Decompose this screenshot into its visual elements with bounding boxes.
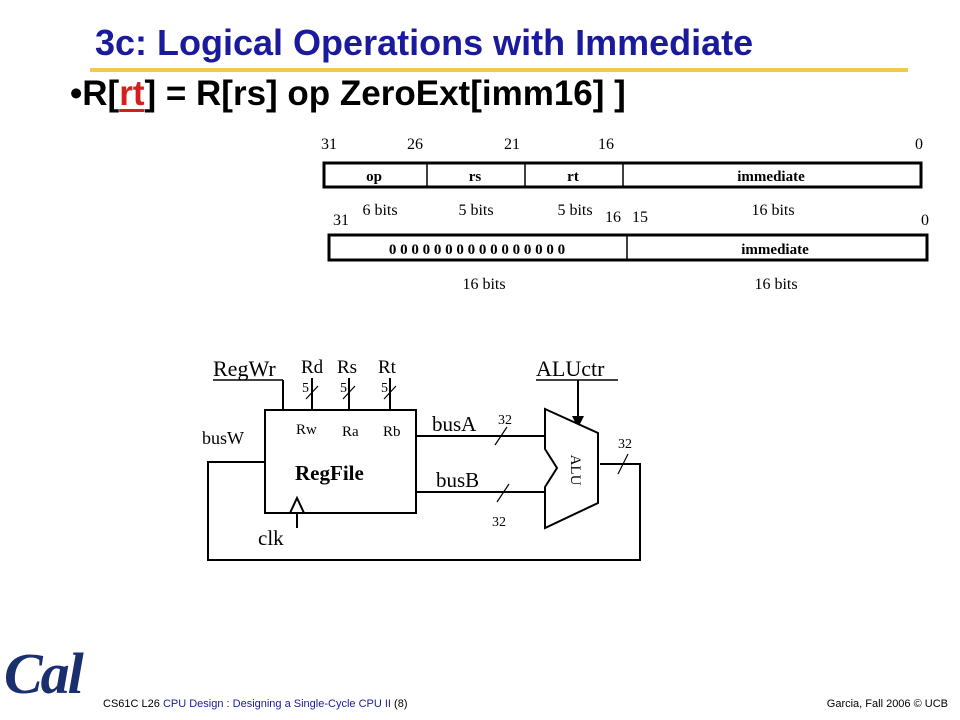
ext-bit-0: 0 (921, 212, 929, 229)
instr-field-immediate: immediate (737, 169, 805, 185)
regfile-label: RegFile (295, 461, 364, 485)
clk-label: clk (258, 526, 284, 550)
rs-width-slash (342, 385, 356, 400)
ext-immediate: immediate (741, 242, 809, 258)
footer-topic: CPU Design : Designing a Single-Cycle CP… (162, 698, 391, 710)
instr-bit-26: 26 (407, 136, 423, 153)
instr-bit-0: 0 (915, 136, 923, 153)
alu-block (544, 407, 599, 530)
ext-bit-31: 31 (333, 212, 349, 229)
rs-label: Rs (337, 357, 357, 378)
bullet-suffix: ] = R[rs] op ZeroExt[imm16] ] (144, 74, 626, 113)
rb-port-label: Rb (383, 424, 401, 440)
rt-width: 5 (381, 381, 388, 396)
clock-triangle (289, 495, 305, 514)
instr-field-rs: rs (469, 169, 482, 185)
instr-field-op: op (366, 169, 382, 185)
ra-port-label: Ra (342, 424, 359, 440)
alu-label: ALU (567, 455, 583, 486)
footer-course-code: CS61C L26 (103, 698, 160, 710)
busb-label: busB (436, 468, 479, 492)
busw-label: busW (202, 428, 244, 448)
busa-label: busA (432, 412, 477, 436)
ext-bit-15: 15 (632, 209, 648, 226)
aluctr-arrowhead (572, 416, 584, 428)
regwr-label: RegWr (213, 356, 276, 381)
ext-zeros: 0 0 0 0 0 0 0 0 0 0 0 0 0 0 0 0 (389, 242, 565, 258)
footer-course: CS61C L26 CPU Design : Designing a Singl… (103, 698, 408, 710)
instr-size-op: 6 bits (362, 202, 397, 219)
busa-width-slash (494, 426, 508, 446)
ext-size-upper: 16 bits (462, 276, 505, 293)
busb-width-slash (496, 483, 510, 503)
rt-width-slash (383, 385, 397, 400)
bullet-prefix: R[ (82, 74, 120, 113)
rd-width: 5 (302, 381, 309, 396)
instr-size-rs: 5 bits (458, 202, 493, 219)
ext-bit-16: 16 (605, 209, 621, 226)
instr-bit-31: 31 (321, 136, 337, 153)
instr-bit-21: 21 (504, 136, 520, 153)
cal-logo: Cal (4, 641, 84, 706)
ext-format-box (327, 233, 929, 262)
rd-width-slash (305, 385, 319, 400)
aluout-width: 32 (618, 437, 632, 452)
instr-bit-16: 16 (598, 136, 614, 153)
footer-lecture: (8) (394, 698, 408, 710)
bullet-rt: rt (119, 74, 145, 113)
ext-size-lower: 16 bits (754, 276, 797, 293)
title-rule (90, 68, 908, 72)
instr-size-rt: 5 bits (557, 202, 592, 219)
rd-label: Rd (301, 357, 324, 378)
rw-port-label: Rw (296, 422, 317, 438)
bullet-equation: •R[rt] = R[rs] op ZeroExt[imm16] ] (70, 74, 626, 114)
aluout-width-slash (617, 453, 629, 475)
busa-width: 32 (498, 413, 512, 428)
bullet-dot: • (70, 74, 83, 113)
rt-label: Rt (378, 357, 397, 378)
busb-width: 32 (492, 515, 506, 530)
footer-credit: Garcia, Fall 2006 © UCB (826, 698, 948, 710)
aluctr-label: ALUctr (536, 356, 605, 381)
instr-field-rt: rt (567, 169, 579, 185)
busw-feedback-wire (207, 461, 641, 561)
instr-size-immediate: 16 bits (751, 202, 794, 219)
rs-width: 5 (340, 381, 347, 396)
slide-title: 3c: Logical Operations with Immediate (95, 22, 754, 63)
